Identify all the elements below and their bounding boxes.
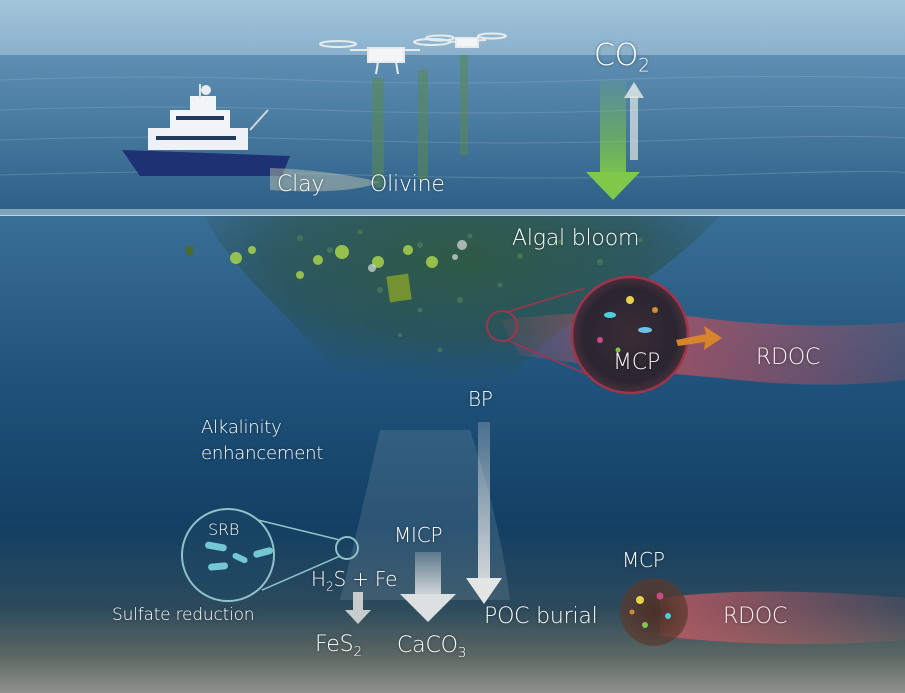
micp-label: MICP	[394, 523, 443, 547]
co2-label: CO2	[594, 38, 650, 77]
mcp-label-top: MCP	[613, 350, 661, 375]
mcp-label-bottom: MCP	[622, 548, 665, 572]
srb-label: SRB	[208, 520, 240, 539]
h2s-fe-label: H2S + Fe	[311, 567, 398, 594]
algal-bloom-label: Algal bloom	[512, 226, 640, 251]
clay-label: Clay	[277, 172, 325, 197]
bp-label: BP	[468, 387, 493, 411]
rdoc-label-top: RDOC	[756, 345, 821, 370]
flux-arrow-icon	[586, 80, 644, 200]
drone-icon	[319, 32, 507, 75]
poc-burial-label: POC burial	[484, 604, 598, 629]
sulfate-reduction-label: Sulfate reduction	[112, 605, 255, 625]
alkalinity-enhancement-label: Alkalinity enhancement	[201, 417, 324, 464]
fes2-label: FeS2	[315, 632, 362, 660]
caco3-label: CaCO3	[397, 633, 467, 661]
microbe-cluster-icon	[570, 275, 690, 395]
rdoc-label-bottom: RDOC	[723, 604, 788, 629]
olivine-label: Olivine	[370, 172, 445, 197]
research-vessel-icon	[122, 84, 290, 176]
